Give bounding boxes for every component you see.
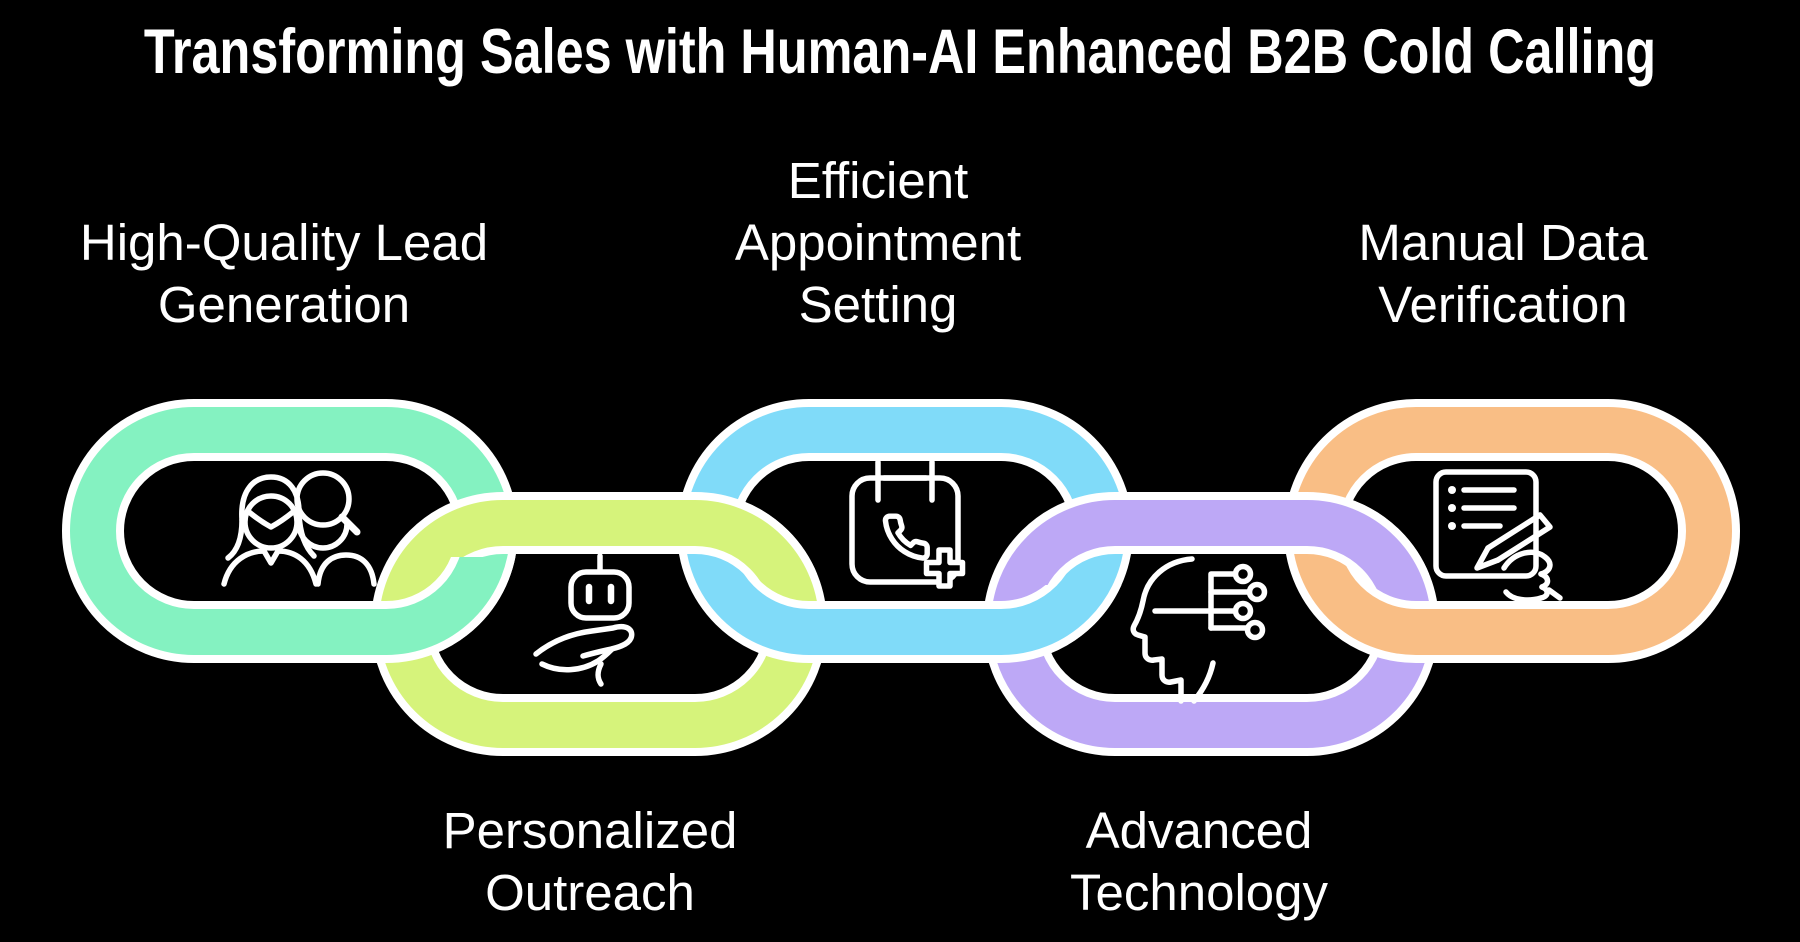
label-manual-data-verification: Manual Data Verification — [1358, 214, 1648, 333]
page-title: Transforming Sales with Human-AI Enhance… — [0, 16, 1800, 88]
document-pen-hand-icon — [1433, 469, 1563, 603]
ai-head-circuit-icon — [1130, 556, 1268, 704]
people-search-icon — [221, 470, 377, 587]
page-title-text: Transforming Sales with Human-AI Enhance… — [143, 17, 1657, 87]
phone-handset-icon — [882, 513, 930, 561]
calendar-phone-plus-icon — [849, 459, 966, 589]
label-personalized-outreach: Personalized Outreach — [442, 802, 738, 921]
label-appointment-setting: Efficient Appointment Setting — [734, 152, 1022, 333]
robot-over-hand-icon — [533, 553, 635, 687]
label-lead-generation: High-Quality Lead Generation — [79, 214, 489, 333]
pen-icon — [1474, 512, 1553, 571]
label-advanced-technology: Advanced Technology — [1069, 802, 1329, 921]
